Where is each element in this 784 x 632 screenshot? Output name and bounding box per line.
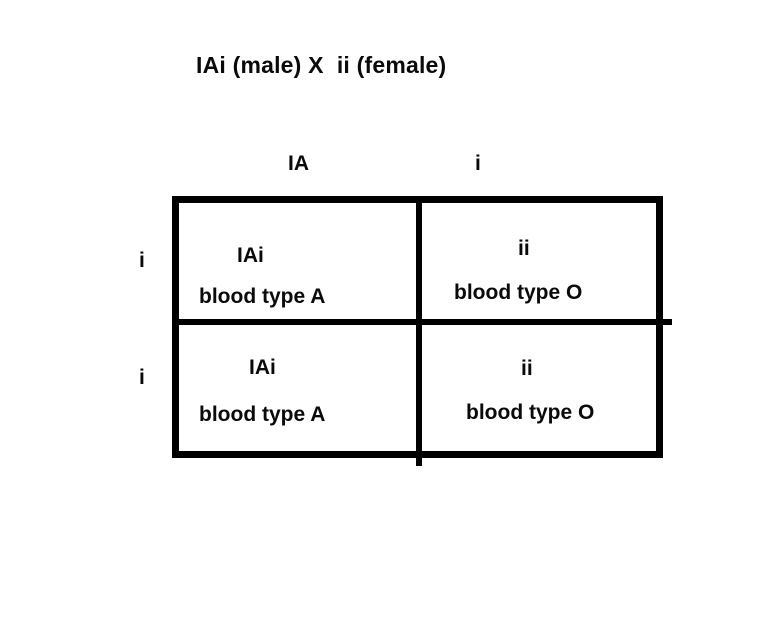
cell-phenotype: blood type A xyxy=(199,403,326,426)
cell-genotype: ii xyxy=(518,237,530,260)
punnett-cell-row0-col1: ii blood type O xyxy=(422,203,656,319)
column-header-1: i xyxy=(475,152,481,175)
cell-phenotype: blood type A xyxy=(199,285,326,308)
cross-title: IAi (male) X ii (female) xyxy=(196,52,447,78)
grid-border-right xyxy=(656,196,663,458)
cell-phenotype: blood type O xyxy=(466,401,595,424)
punnett-cell-row1-col0: IAi blood type A xyxy=(179,325,416,451)
grid-divider-vertical xyxy=(416,196,422,466)
column-header-0: IA xyxy=(288,152,309,175)
row-header-0: i xyxy=(139,249,145,272)
cell-phenotype: blood type O xyxy=(454,281,583,304)
grid-border-left xyxy=(172,196,179,458)
cell-genotype: ii xyxy=(521,357,533,380)
cell-genotype: IAi xyxy=(237,244,264,267)
punnett-cell-row1-col1: ii blood type O xyxy=(422,325,656,451)
cell-genotype: IAi xyxy=(249,356,276,379)
punnett-cell-row0-col0: IAi blood type A xyxy=(179,203,416,319)
grid-divider-horizontal xyxy=(172,319,672,325)
row-header-1: i xyxy=(139,366,145,389)
punnett-grid: IAi blood type A ii blood type O IAi blo… xyxy=(172,196,672,466)
